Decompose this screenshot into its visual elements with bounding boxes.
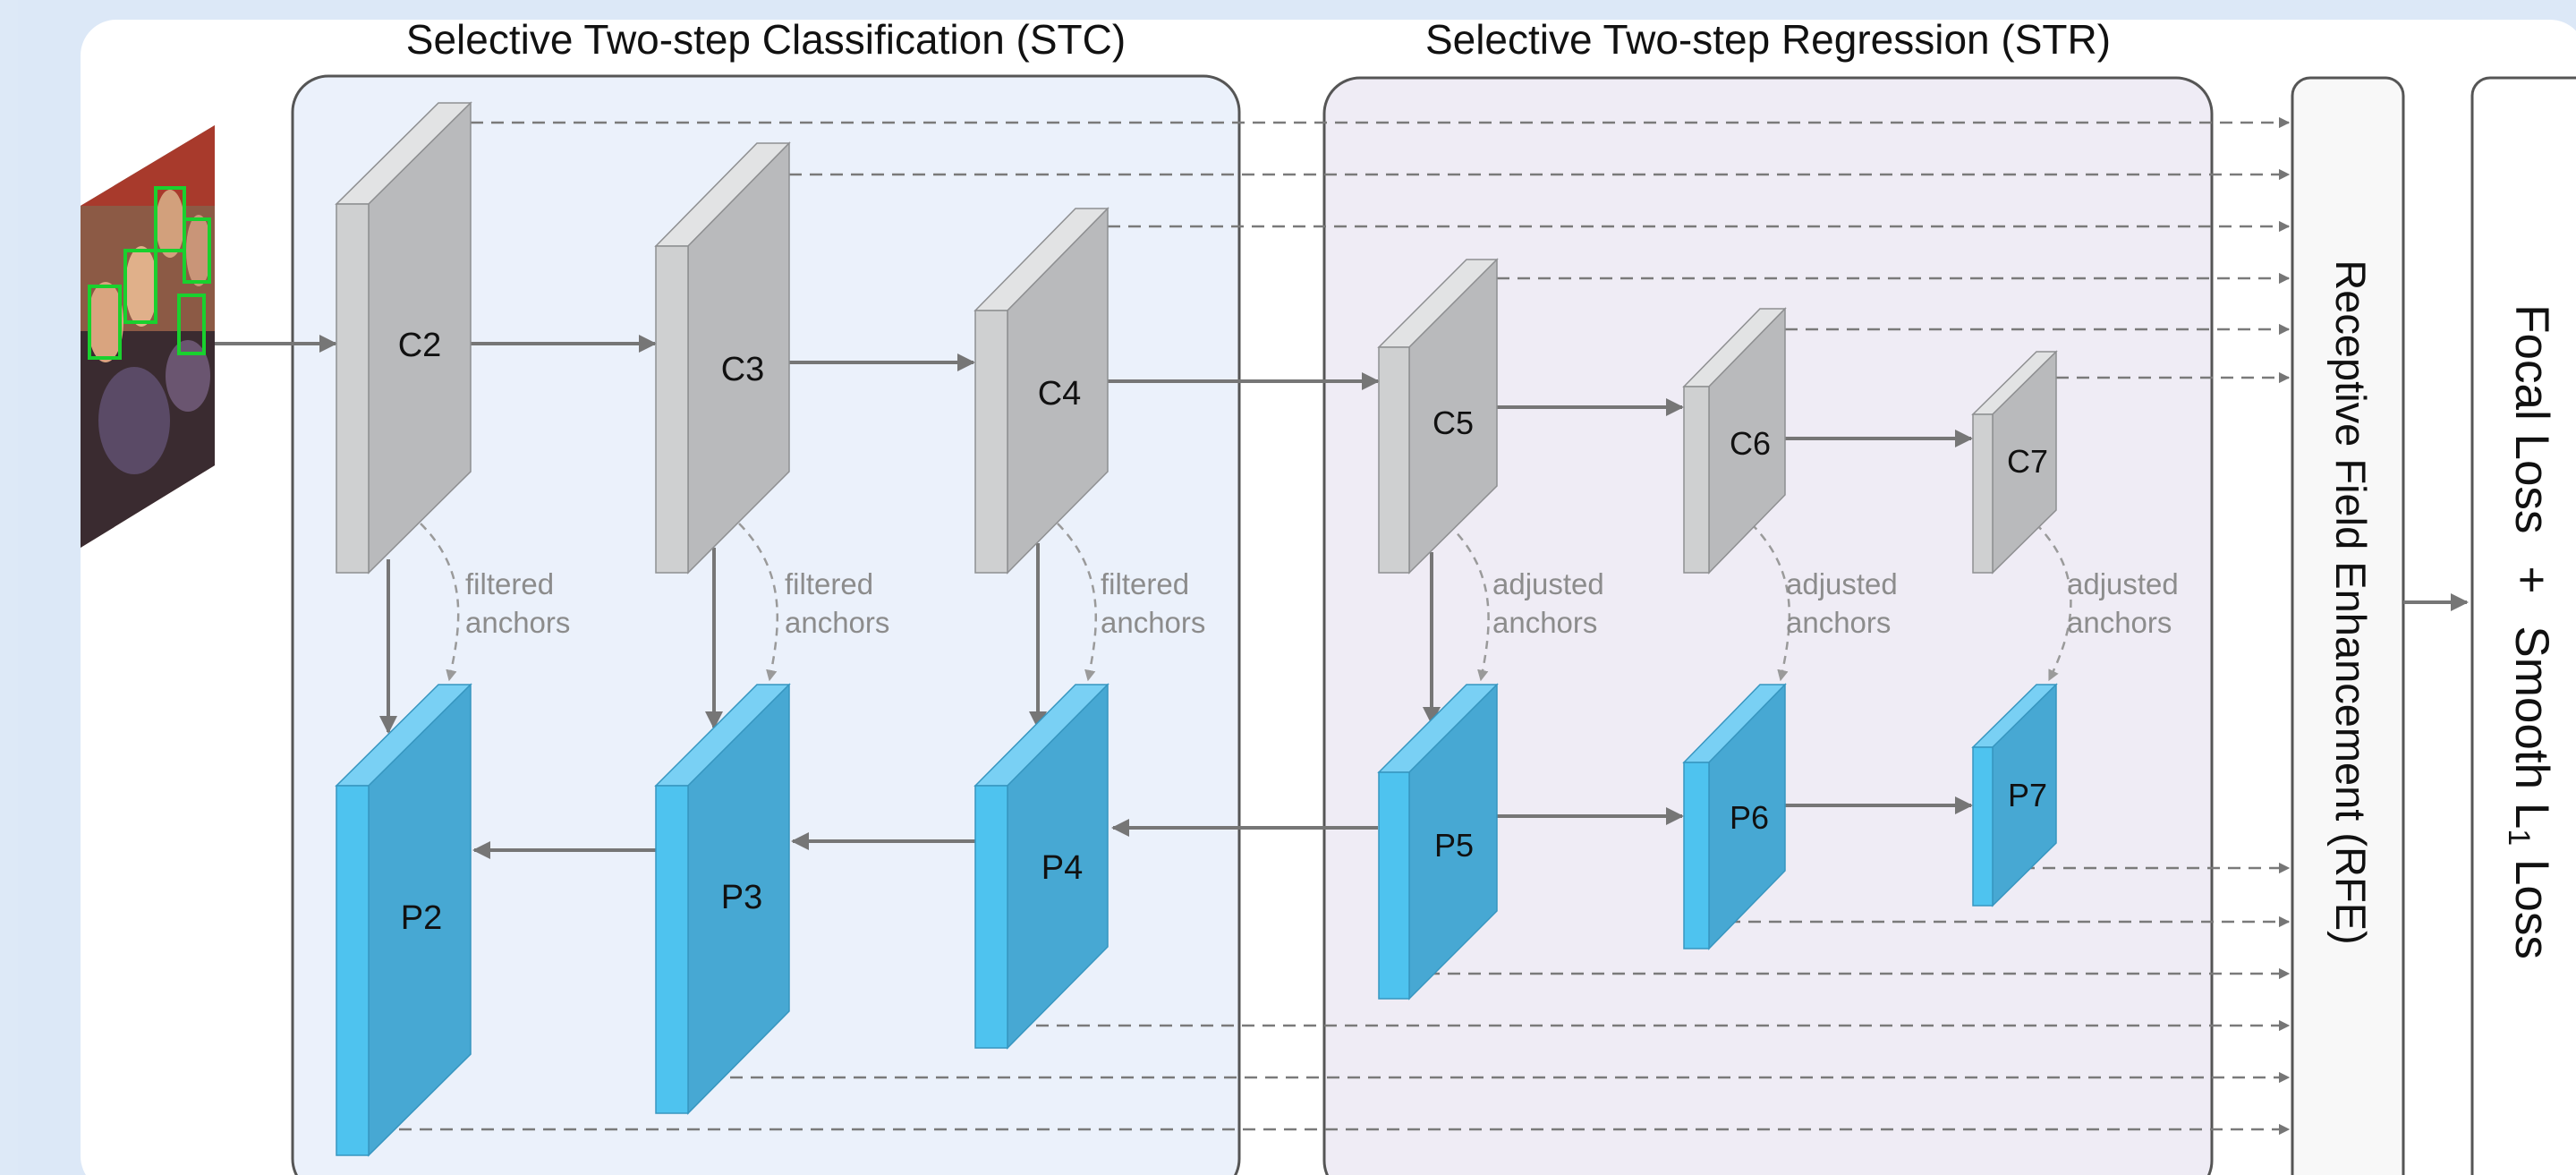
- c3-label: C3: [721, 351, 765, 388]
- p3-label: P3: [721, 879, 762, 916]
- focal-loss-text: Focal Loss: [2505, 304, 2558, 533]
- filtered-label-3: filtered: [1101, 567, 1189, 600]
- p3-block: P3: [654, 683, 791, 1115]
- p6-label: P6: [1730, 799, 1769, 836]
- p4-label: P4: [1041, 849, 1083, 887]
- c5-block: C5: [1377, 258, 1499, 575]
- c7-block: C7: [1971, 350, 2058, 575]
- p6-block: P6: [1682, 683, 1787, 950]
- adjusted-label-2: adjusted: [1786, 567, 1898, 600]
- c4-label: C4: [1038, 375, 1082, 413]
- stc-title: Selective Two-step Classification (STC): [406, 16, 1126, 63]
- p2-block: P2: [335, 683, 472, 1157]
- adjusted-label-3: adjusted: [2067, 567, 2179, 600]
- filtered-label-2: filtered: [785, 567, 873, 600]
- loss-label: Focal Loss + Smooth L1 Loss: [2502, 304, 2558, 959]
- feature-flow-arrows: [215, 335, 1973, 859]
- c6-block: C6: [1682, 307, 1787, 575]
- p5-label: P5: [1434, 827, 1474, 864]
- l1-subscript: 1: [2502, 829, 2536, 846]
- smooth-l-text: Smooth L: [2505, 626, 2558, 829]
- c3-block: C3: [654, 141, 791, 575]
- p5-block: P5: [1377, 683, 1499, 1000]
- anchors-label-2: anchors: [785, 606, 889, 639]
- plus-sign: +: [2505, 566, 2558, 593]
- c4-block: C4: [973, 207, 1109, 575]
- c2-block: C2: [335, 101, 472, 575]
- p7-block: P7: [1971, 683, 2058, 907]
- filtered-label-1: filtered: [465, 567, 554, 600]
- anchors-label-1: anchors: [465, 606, 570, 639]
- anchor-curve-arrows: [420, 523, 2072, 682]
- anchor-annotations: filtered anchors filtered anchors filter…: [465, 567, 2179, 639]
- anchors-label-6: anchors: [2067, 606, 2172, 639]
- c7-label: C7: [2007, 443, 2048, 480]
- c5-label: C5: [1433, 404, 1474, 441]
- loss-text: Loss: [2505, 846, 2558, 959]
- rfe-box: [2291, 76, 2405, 1175]
- rfe-label: Receptive Field Enhancement (RFE): [2327, 260, 2375, 944]
- c6-label: C6: [1730, 425, 1771, 462]
- loss-box: [2470, 76, 2576, 1175]
- p2-label: P2: [401, 899, 442, 937]
- p7-label: P7: [2008, 777, 2047, 813]
- anchors-label-5: anchors: [1786, 606, 1891, 639]
- rfe-dashed-connectors: [399, 116, 2291, 1136]
- adjusted-label-1: adjusted: [1492, 567, 1604, 600]
- c2-label: C2: [398, 327, 442, 364]
- anchors-label-4: anchors: [1492, 606, 1597, 639]
- anchors-label-3: anchors: [1101, 606, 1205, 639]
- p4-block: P4: [973, 683, 1109, 1050]
- str-title: Selective Two-step Regression (STR): [1425, 16, 2111, 63]
